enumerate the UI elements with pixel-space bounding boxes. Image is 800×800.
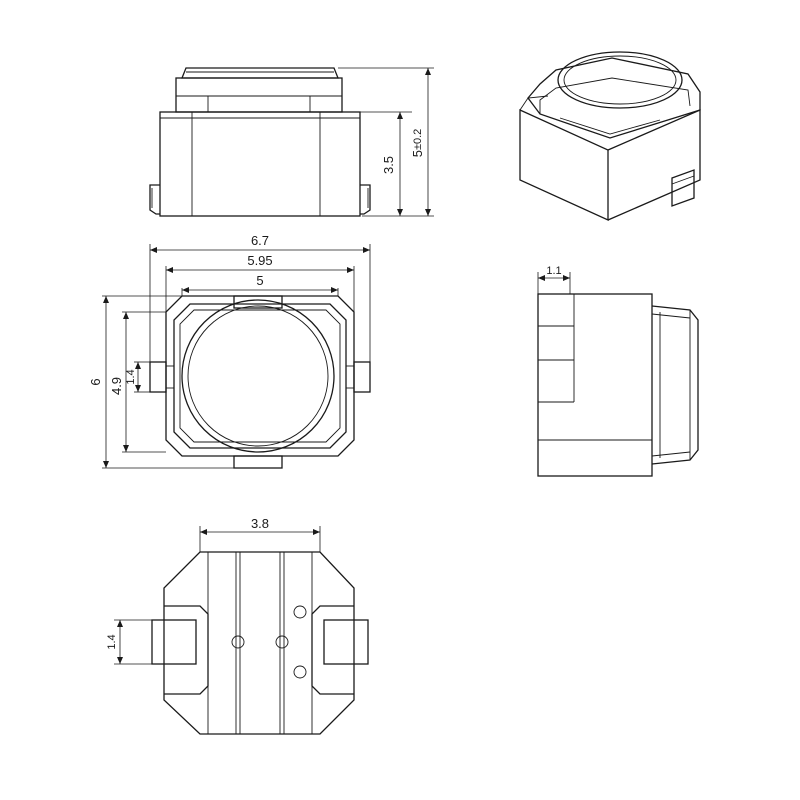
dim-top-width-mid: 5.95 bbox=[247, 253, 272, 268]
side-view: 1.1 bbox=[537, 265, 699, 477]
bottom-right-terminal bbox=[323, 619, 369, 665]
front-view: 3.5 5±0.2 bbox=[149, 67, 434, 217]
dim-front-body-height: 3.5 bbox=[381, 156, 396, 174]
side-plunger bbox=[651, 305, 699, 465]
isometric-view bbox=[519, 51, 701, 222]
dim-top-height-inner: 4.9 bbox=[109, 377, 124, 395]
bottom-right-pad bbox=[311, 605, 354, 695]
top-lower-tab bbox=[233, 455, 283, 469]
iso-plunger-top bbox=[557, 51, 683, 109]
top-outer-body bbox=[165, 295, 355, 457]
bottom-dot-2 bbox=[275, 635, 289, 649]
dim-top-width-inner: 5 bbox=[256, 273, 263, 288]
top-upper-tab bbox=[233, 295, 283, 309]
dim-front-total-height-value: 5 bbox=[410, 150, 425, 157]
dim-side-offset: 1.1 bbox=[546, 265, 561, 277]
front-left-terminal bbox=[149, 184, 160, 215]
top-plunger-circle bbox=[181, 299, 335, 453]
front-plunger-collar bbox=[175, 77, 343, 113]
front-plunger-cap bbox=[181, 67, 339, 79]
bottom-left-pad bbox=[164, 605, 209, 695]
side-body bbox=[537, 293, 653, 477]
iso-top-rim bbox=[527, 57, 701, 139]
iso-side-terminal bbox=[671, 169, 695, 207]
bottom-left-terminal bbox=[151, 619, 197, 665]
top-right-terminal bbox=[353, 361, 371, 393]
top-view: 6.7 5.95 5 6 4.9 1.4 bbox=[88, 233, 371, 469]
iso-body-left-face bbox=[519, 108, 609, 222]
front-right-terminal bbox=[360, 184, 371, 215]
bottom-dot-4 bbox=[293, 665, 307, 679]
dim-bottom-terminal-width: 1.4 bbox=[106, 634, 118, 649]
dim-top-width-outer: 6.7 bbox=[251, 233, 269, 248]
iso-body-right-face bbox=[607, 109, 701, 221]
top-left-terminal bbox=[149, 361, 167, 393]
bottom-view: 3.8 1.4 bbox=[106, 516, 369, 735]
bottom-dot-1 bbox=[231, 635, 245, 649]
bottom-dot-3 bbox=[293, 605, 307, 619]
dim-bottom-width: 3.8 bbox=[251, 516, 269, 531]
dim-front-total-height-tolerance: ±0.2 bbox=[412, 129, 424, 150]
bottom-body bbox=[163, 551, 355, 735]
front-body bbox=[159, 111, 361, 217]
dim-top-terminal-width: 1.4 bbox=[125, 369, 137, 384]
top-octagon-housing bbox=[173, 303, 347, 449]
dim-front-total-height: 5±0.2 bbox=[410, 129, 425, 158]
dim-top-height-outer: 6 bbox=[88, 378, 103, 385]
